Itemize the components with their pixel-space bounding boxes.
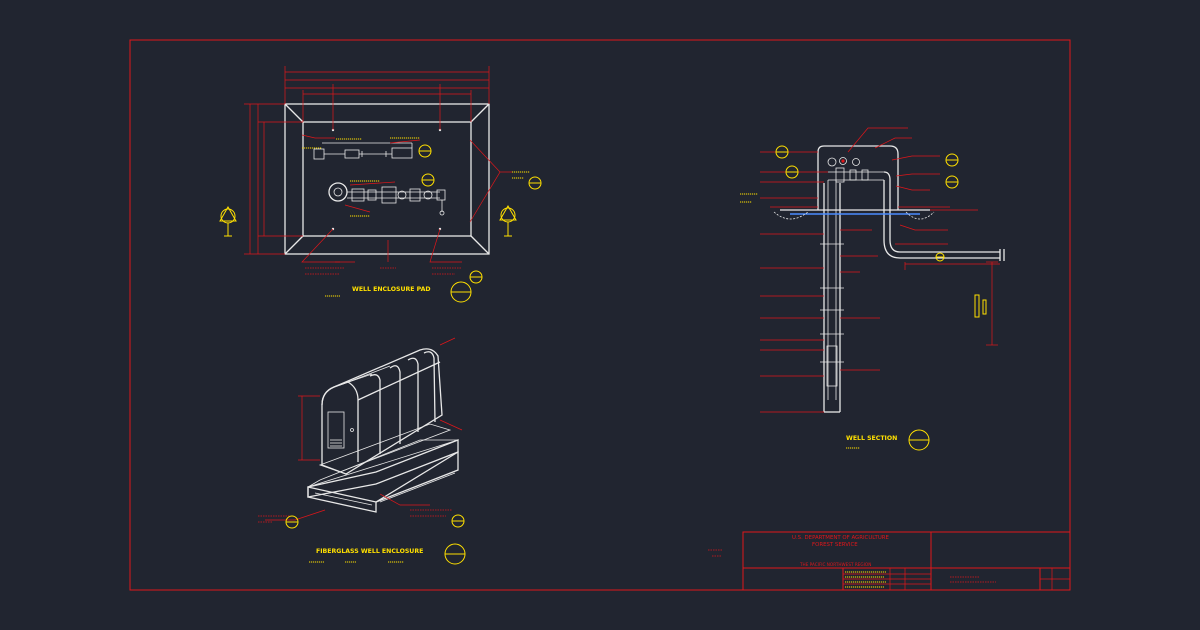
pad-plan-view	[219, 66, 542, 284]
pad-title: WELL ENCLOSURE PAD	[352, 286, 431, 293]
sheet-border	[129, 39, 1071, 591]
section-marker-right	[499, 204, 517, 237]
section-marker-left	[219, 205, 237, 237]
title-block	[708, 531, 1071, 591]
agency-line1: U.S. DEPARTMENT OF AGRICULTURE	[792, 535, 890, 541]
well-section-view	[740, 127, 1005, 413]
section-title: WELL SECTION	[846, 435, 897, 442]
enclosure-iso-view	[258, 337, 465, 529]
enclosure-title-callout	[444, 543, 466, 565]
agency-line2: FOREST SERVICE	[812, 542, 858, 548]
pad-title-callout	[450, 281, 472, 303]
enclosure-title: FIBERGLASS WELL ENCLOSURE	[316, 548, 423, 555]
region-name: THE PACIFIC NORTHWEST REGION	[799, 562, 871, 567]
section-title-callout	[908, 429, 930, 451]
